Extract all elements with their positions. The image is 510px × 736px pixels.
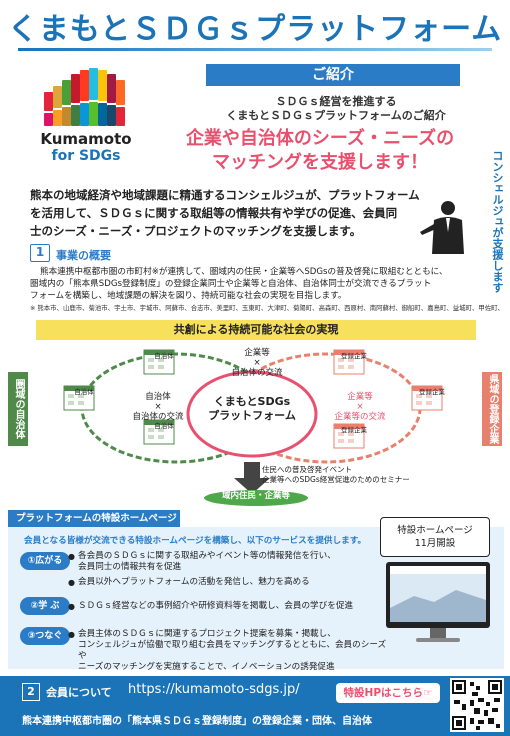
intro-subtitle-1: ＳＤＧｓ経営を推進する: [275, 95, 397, 108]
overview-line: 圏域内の「熊本県SDGs登録制度」の登録企業同士や企業等と自治体、自治体同士が交…: [30, 279, 432, 289]
exchange-text: 自治体の交流: [231, 368, 283, 378]
overview-line: 熊本連携中枢都市圏の市町村※が連携して、圏域内の住民・企業等へSDGsの普及啓発…: [40, 267, 448, 277]
cross-mark: ×: [154, 402, 162, 412]
logo-bar: [107, 74, 116, 103]
monitor-icon: [386, 562, 490, 642]
service-pill-connect: ③つなぐ: [20, 627, 70, 645]
logo-bar: [89, 102, 98, 126]
bullet-text: 会員同士の情報共有を促進: [78, 562, 182, 572]
body-line: を活用して、ＳＤＧｓに関する取組等の情報共有や学びの促進、会員同: [30, 206, 398, 220]
cross-mark: ×: [253, 358, 261, 368]
logo-bar: [98, 70, 107, 101]
logo-bar: [44, 92, 53, 111]
membership-label: 会員について: [46, 686, 112, 699]
diagram-title: 共創による持続可能な社会の実現: [36, 320, 476, 340]
logo-bar: [116, 107, 125, 126]
cross-mark: ×: [356, 402, 364, 412]
logo-bar: [53, 110, 62, 126]
node-label-company: 登録企業: [341, 426, 367, 434]
label-companies: 県域の登録企業等: [467, 372, 502, 446]
body-paragraph: 熊本の地域経済や地域課題に精通するコンシェルジュが、プラットフォーム を活用して…: [30, 186, 440, 240]
exchange-text: 自治体: [145, 392, 171, 402]
logo-bar: [98, 103, 107, 126]
overview-text: 熊本連携中枢都市圏の市町村※が連携して、圏域内の住民・企業等へSDGsの普及啓発…: [30, 266, 500, 302]
node-label: 自治体: [74, 388, 94, 396]
event-line: 企業等へのSDGs経営促進のためのセミナー: [262, 475, 410, 484]
logo-bar: [80, 70, 89, 101]
page-title: くまもとＳＤＧｓプラットフォーム: [7, 12, 503, 47]
title-underline: [18, 48, 492, 51]
logo-bar: [80, 103, 89, 126]
service-bullet: 会員以外へプラットフォームの活動を発信し、魅力を高める: [68, 577, 388, 588]
logo-bar: [62, 80, 71, 105]
logo-text-kumamoto: Kumamoto: [40, 130, 132, 148]
website-link[interactable]: https://kumamoto-sdgs.jp/: [128, 682, 300, 697]
exchange-top: 企業等 × 自治体の交流: [222, 348, 292, 378]
body-line: 士のシーズ・ニーズ・プロジェクトのマッチングを支援します。: [30, 224, 362, 238]
intro-subtitle-2: くまもとＳＤＧｓプラットフォームのご紹介: [226, 109, 446, 122]
headline-2: マッチングを支援します！: [212, 152, 428, 173]
overview-line: フォームを構築し、地域課題の解決を図り、持続可能な社会の実現を目指します。: [30, 291, 347, 301]
exchange-text: 企業等: [244, 348, 270, 358]
logo-bar: [71, 74, 80, 103]
bullet-text: 各会員のＳＤＧｓに関する取組みやイベント等の情報発信を行い、: [78, 551, 336, 561]
exchange-text: 企業等: [347, 392, 373, 402]
exchange-left: 自治体 × 自治体の交流: [118, 392, 198, 422]
exchange-text: 企業等の交流: [334, 412, 386, 422]
node-label-company: 登録企業: [341, 352, 367, 360]
callout-text: 11月開設: [414, 538, 456, 549]
logo-bar: [116, 80, 125, 105]
logo-bar: [53, 86, 62, 108]
logo-bar: [62, 107, 71, 126]
concierge-caption: コンシェルジュが支援します: [491, 150, 504, 293]
section-number: 1: [30, 244, 50, 262]
node-label-company: 登録企業: [419, 388, 445, 396]
service-bullet: ＳＤＧｓ経営などの事例紹介や研修資料等を掲載し、会員の学びを促進: [68, 601, 388, 612]
platform-name: くまもとSDGs: [213, 395, 291, 408]
callout-text: 特設ホームページ: [397, 525, 473, 536]
intro-banner: ご紹介: [206, 64, 460, 86]
homepage-tab: プラットフォームの特設ホームページ: [8, 510, 180, 527]
bullet-text: ニーズのマッチングを実施することで、イノベーションの誘発促進: [78, 662, 335, 672]
section-title: 事業の概要: [56, 249, 111, 262]
service-pill-learn: ②学 ぶ: [20, 597, 70, 615]
logo-bar: [71, 105, 80, 126]
homepage-callout: 特設ホームページ 11月開設: [380, 517, 490, 557]
logo-bar: [44, 113, 53, 126]
municipality-note: ※ 熊本市、山鹿市、菊池市、宇土市、宇城市、阿蘇市、合志市、美里町、玉東町、大津…: [30, 304, 500, 312]
kumamoto-sdgs-logo: Kumamoto for SDGs: [36, 68, 136, 168]
homepage-intro: 会員となる皆様が交流できる特設ホームページを構築し、以下のサービスを提供します。: [24, 536, 367, 546]
bullet-text: コンシェルジュが協働で取り組む会員をマッチングするとともに、会員のシーズや: [78, 640, 387, 661]
service-bullet: 会員主体のＳＤＧｓに関連するプロジェクト提案を募集・掲載し、 コンシェルジュが協…: [68, 629, 388, 673]
platform-diagram: [63, 349, 443, 506]
event-line: 住民への普及啓発イベント: [262, 465, 352, 474]
platform-center: くまもとSDGs プラットフォーム: [202, 395, 302, 423]
label-municipalities: 圏域の自治体: [8, 372, 28, 446]
body-line: 熊本の地域経済や地域課題に精通するコンシェルジュが、プラットフォーム: [30, 188, 420, 202]
concierge-figure: [420, 201, 464, 254]
section-number: 2: [22, 683, 40, 701]
exchange-right: 企業等 × 企業等の交流: [322, 392, 398, 422]
headline-1: 企業や自治体のシーズ・ニーズの: [185, 128, 455, 149]
platform-name: プラットフォーム: [208, 409, 296, 422]
logo-bar: [89, 68, 98, 100]
logo-bar: [107, 105, 116, 126]
event-text: 住民への普及啓発イベント 企業等へのSDGs経営促進のためのセミナー: [262, 465, 412, 485]
service-bullet: 各会員のＳＤＧｓに関する取組みやイベント等の情報発信を行い、 会員同士の情報共有…: [68, 551, 388, 573]
title-bar: くまもとＳＤＧｓプラットフォーム: [0, 0, 510, 52]
node-label: 自治体: [154, 422, 174, 430]
logo-text-for-sdgs: for SDGs: [51, 148, 121, 164]
membership-eligibility: 熊本連携中枢都市圏の「熊本県ＳＤＧｓ登録制度」の登録企業・団体、自治体: [22, 716, 372, 727]
qr-code-icon[interactable]: [450, 678, 504, 732]
logo-mark: [44, 68, 125, 126]
special-hp-button[interactable]: 特設HPはこちら☞: [336, 683, 440, 703]
service-pill-spread: ①広がる: [20, 552, 70, 570]
bullet-text: 会員主体のＳＤＧｓに関連するプロジェクト提案を募集・掲載し、: [78, 629, 336, 639]
exchange-text: 自治体の交流: [132, 412, 184, 422]
node-label: 自治体: [154, 352, 174, 360]
residents-label: 域内住民・企業等: [221, 491, 290, 501]
